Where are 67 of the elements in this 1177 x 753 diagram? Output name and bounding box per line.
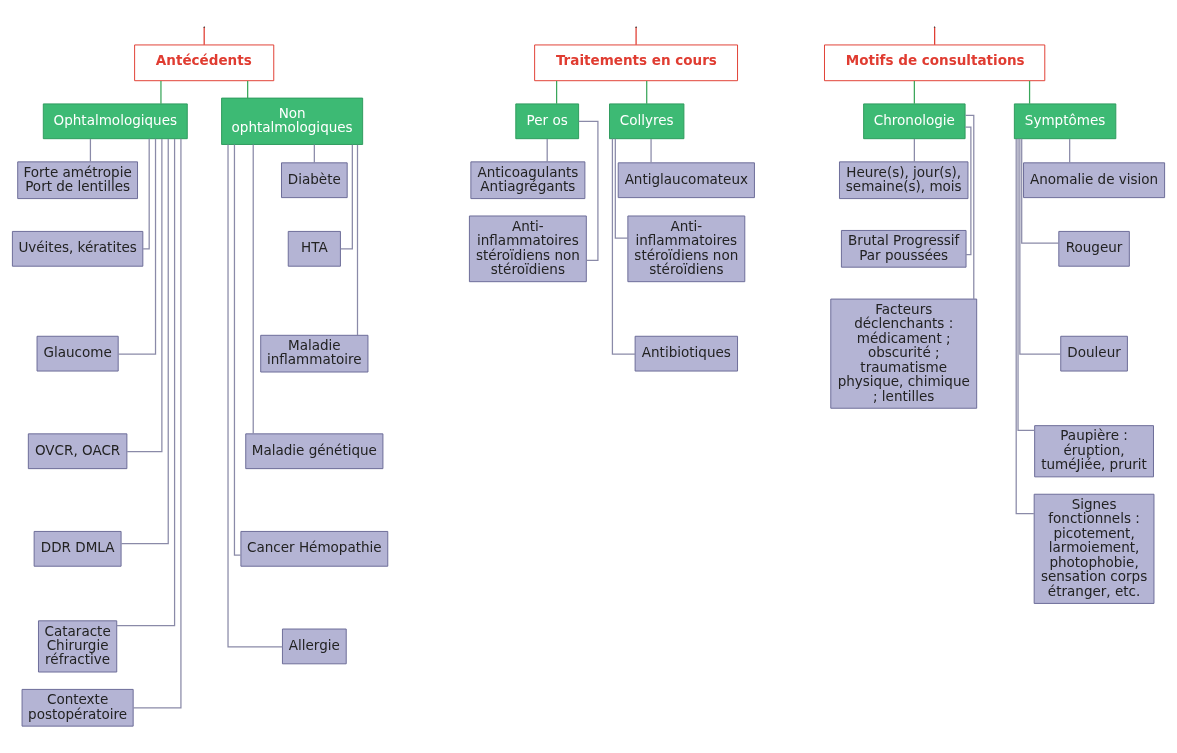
node-box: Uvéites, kératites xyxy=(11,230,144,267)
node-box: Per os xyxy=(515,103,580,140)
connector xyxy=(160,80,162,105)
node-box: Anticoagulants Antiagrégants xyxy=(470,161,586,200)
connector xyxy=(89,138,92,163)
connector xyxy=(650,138,652,164)
connector xyxy=(1069,138,1071,164)
node-box: Contexte postopératoire xyxy=(21,688,134,727)
node-box: Glaucome xyxy=(36,335,119,372)
node-box: Antécédents xyxy=(134,44,275,82)
node-box: Allergie xyxy=(281,628,347,665)
connector xyxy=(556,80,558,105)
connector xyxy=(116,138,176,627)
node-box: Forte amétropie Port de lentilles xyxy=(17,161,138,200)
node-box: Paupière : éruption, tuméJiée, prurit xyxy=(1034,425,1154,478)
connector xyxy=(313,143,315,164)
connector xyxy=(635,27,637,46)
node-box: DDR DMLA xyxy=(33,530,122,567)
node-box: Signes fonctionnels : picotement, larmoiement, photophobie, sensation corps étranger, etc. xyxy=(1033,493,1155,604)
node-box: OVCR, OACR xyxy=(27,433,128,470)
node-box: Facteurs déclenchants : médicament ; obscurité ; traumatisme physique, chimique ; lentilles xyxy=(830,298,978,409)
connector xyxy=(578,120,599,262)
node-box: Non ophtalmologiques xyxy=(221,97,364,145)
connector xyxy=(614,138,629,239)
connector xyxy=(1021,138,1060,244)
node-box: Cancer Hémopathie xyxy=(240,530,389,567)
node-box: Rougeur xyxy=(1058,230,1130,267)
node-box: Symptômes xyxy=(1013,103,1117,140)
node-box: HTA xyxy=(287,230,341,267)
connector xyxy=(120,138,169,545)
connector xyxy=(142,138,150,250)
node-box: Ophtalmologiques xyxy=(42,103,188,140)
connector xyxy=(1017,138,1036,432)
connector xyxy=(132,138,182,709)
node-box: Traitements en cours xyxy=(534,44,739,82)
node-box: Maladie inflammatoire xyxy=(260,334,369,373)
node-box: Maladie génétique xyxy=(245,433,384,470)
node-box: Diabète xyxy=(281,162,348,199)
node-box: Anomalie de vision xyxy=(1023,162,1166,199)
connector xyxy=(546,138,548,163)
connector xyxy=(340,144,353,250)
node-box: Anti- inflammatoires stéroïdiens non stéroïdiens xyxy=(468,215,587,283)
connector xyxy=(646,80,648,105)
connector xyxy=(913,80,915,105)
node-box: Motifs de consultations xyxy=(824,44,1046,82)
connector xyxy=(1015,138,1035,515)
node-box: Anti- inflammatoires stéroïdiens non stéroïdiens xyxy=(627,215,746,283)
connector xyxy=(1028,80,1031,105)
connector xyxy=(233,144,242,556)
connector xyxy=(913,138,915,163)
connector xyxy=(227,143,284,648)
connector xyxy=(611,138,636,355)
node-box: Douleur xyxy=(1060,335,1128,372)
node-box: Brutal Progressif Par poussées xyxy=(840,230,967,268)
node-box: Cataracte Chirurgie réfractive xyxy=(38,620,118,673)
connector xyxy=(964,126,972,256)
connector xyxy=(252,143,254,435)
connector xyxy=(117,138,157,355)
node-box: Heure(s), jour(s), semaine(s), mois xyxy=(839,161,969,200)
connector xyxy=(1019,138,1062,355)
node-box: Collyres xyxy=(609,103,685,140)
node-box: Antiglaucomateux xyxy=(617,162,755,199)
connector xyxy=(964,114,975,300)
node-box: Chronologie xyxy=(863,103,966,140)
node-box: Antibiotiques xyxy=(634,335,739,372)
connector xyxy=(356,144,359,336)
connector xyxy=(126,138,163,453)
